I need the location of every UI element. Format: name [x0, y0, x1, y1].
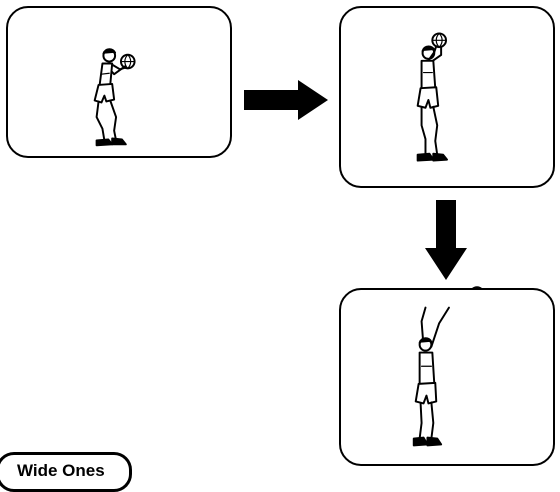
step-2-frame [339, 6, 555, 188]
caption-label: Wide Ones [17, 461, 105, 481]
player-release-icon [341, 290, 553, 464]
step-1-frame [6, 6, 232, 158]
arrow-right-icon [244, 80, 328, 120]
player-raise-ball-icon [341, 8, 553, 186]
player-set-shot-icon [8, 8, 230, 156]
caption-tag: Wide Ones [0, 452, 132, 492]
arrow-down-icon [425, 200, 467, 280]
step-3-frame [339, 288, 555, 466]
